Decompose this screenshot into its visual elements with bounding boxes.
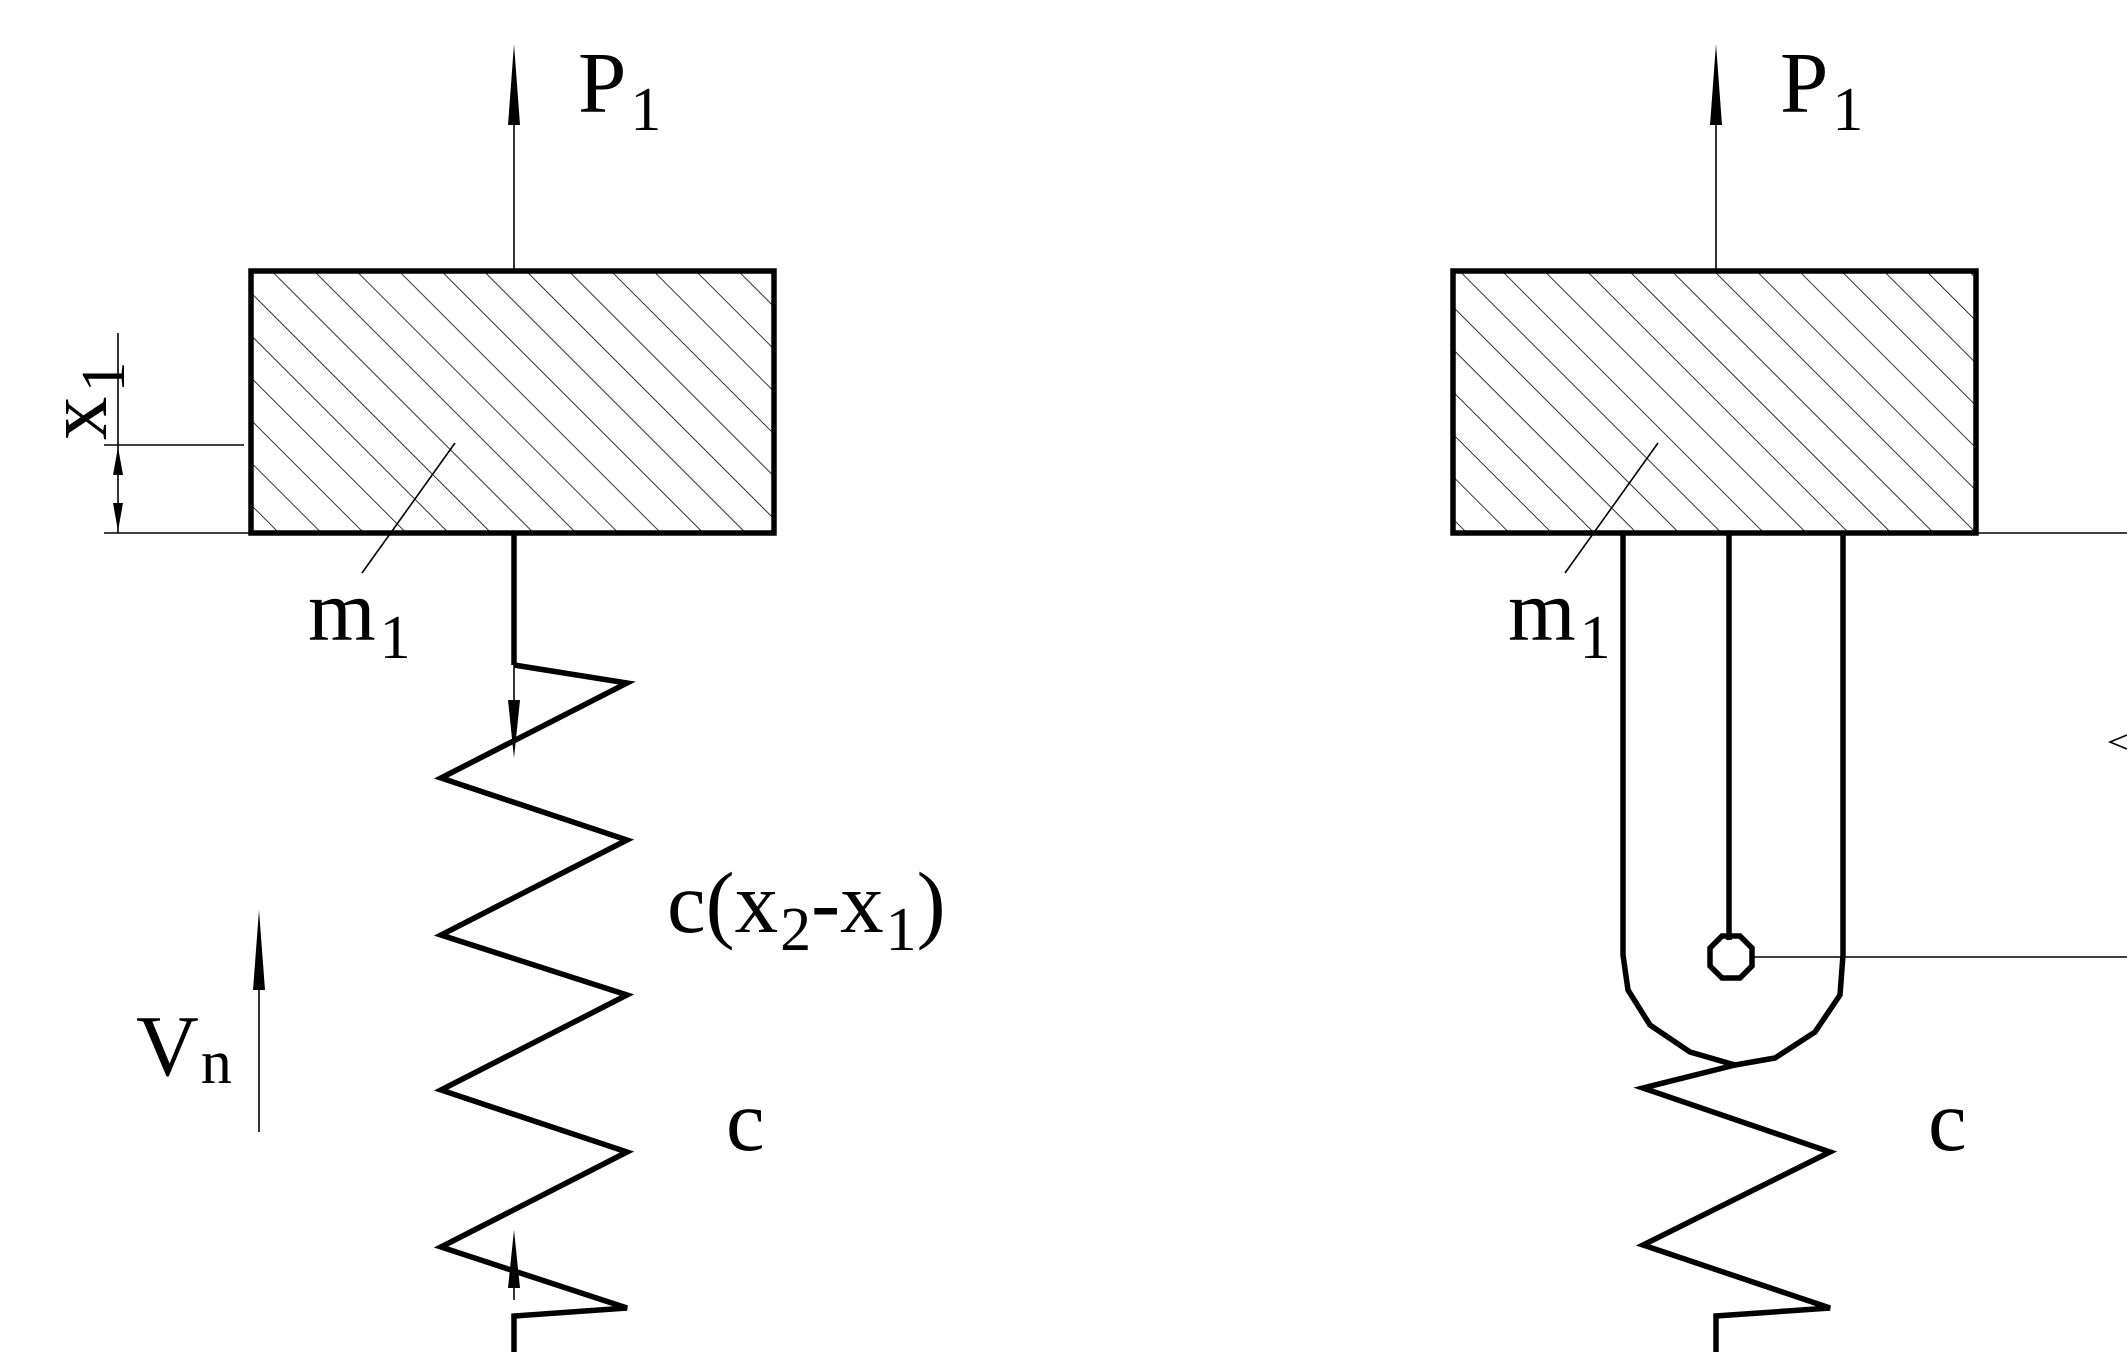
force-p1-label: P1 — [578, 34, 661, 144]
pin-joint — [1707, 933, 1755, 981]
displacement-x1-label: x1 — [28, 362, 138, 441]
mass-m1-label-right: m1 — [1508, 562, 1611, 672]
velocity-vn-label: Vn — [136, 997, 232, 1097]
mass-block-right — [1450, 268, 1979, 536]
spring-c-label: c — [726, 1072, 765, 1169]
right-figure: P1 m1 c — [1450, 34, 2127, 1352]
force-p1-arrow — [508, 44, 520, 271]
displacement-dimension — [104, 333, 251, 534]
mass-m1-label: m1 — [308, 562, 411, 672]
spring-force-arrow-down — [508, 665, 520, 758]
left-figure: P1 m1 x1 — [28, 34, 946, 1352]
mass-block — [248, 268, 777, 536]
spring — [433, 662, 636, 1352]
spring-force-arrow-up — [508, 1230, 520, 1300]
partial-arrow-tip — [2107, 734, 2127, 750]
spring-right — [1633, 1062, 1838, 1352]
spring-force-label: c(x2-x1) — [667, 854, 946, 964]
force-p1-arrow-right — [1710, 44, 1722, 271]
mass-leader-line-right — [1564, 442, 1659, 574]
mass-leader-line — [361, 442, 456, 574]
force-p1-label-right: P1 — [1780, 34, 1863, 144]
spring-c-label-right: c — [1928, 1072, 1967, 1169]
slotted-link — [1620, 533, 1846, 1068]
velocity-arrow — [253, 910, 265, 1132]
